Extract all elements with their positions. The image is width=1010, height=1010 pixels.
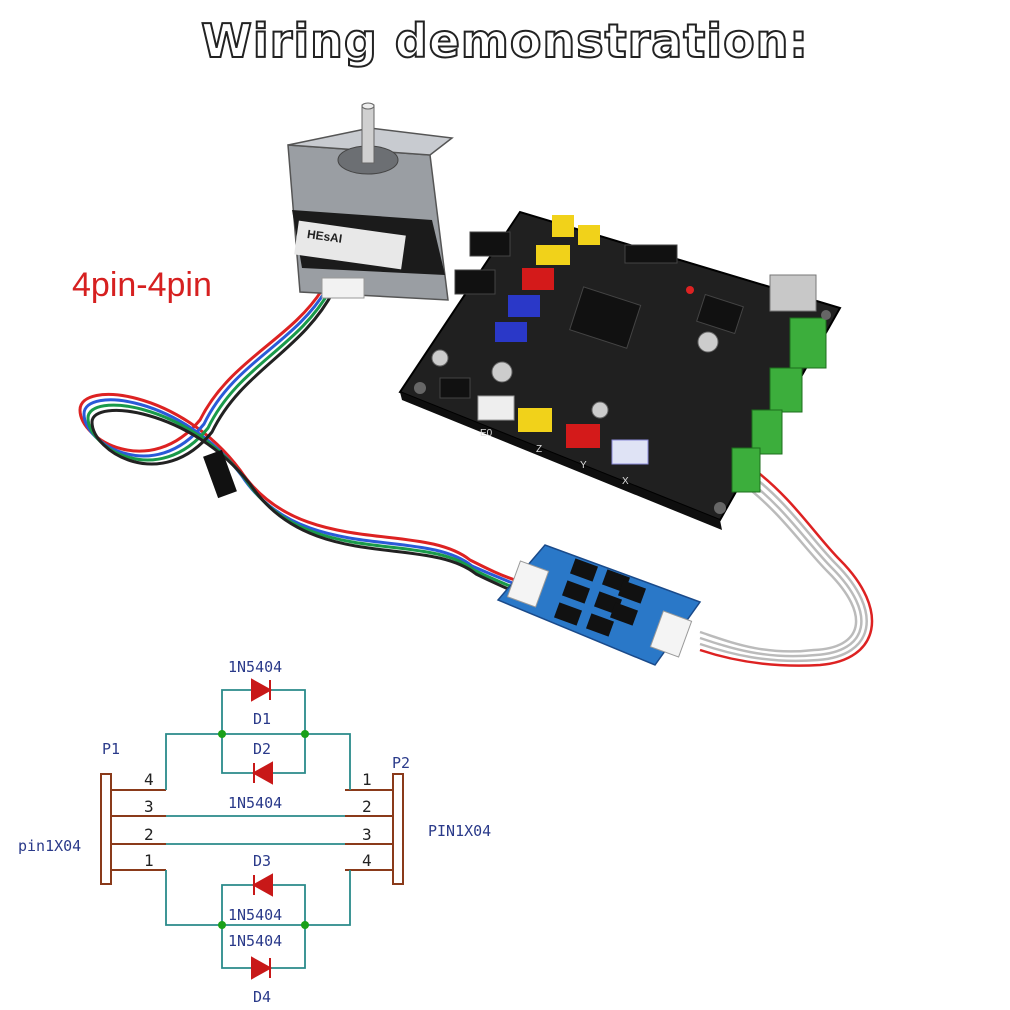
- axis-label-y: Y: [580, 460, 587, 471]
- diode-d3-symbol: [251, 873, 273, 897]
- cable-label: 4pin-4pin: [72, 266, 212, 304]
- p1-pin-4: 4: [144, 770, 154, 789]
- p2-pin-2: 2: [362, 797, 372, 816]
- axis-label-z: Z: [536, 444, 542, 455]
- p2-value: PIN1X04: [428, 822, 491, 840]
- d1-value: 1N5404: [228, 658, 282, 676]
- p2-ref: P2: [392, 754, 410, 772]
- p1-value: pin1X04: [18, 837, 81, 855]
- p1-pin-1: 1: [144, 851, 154, 870]
- diode-d2-symbol: [251, 761, 273, 785]
- d3-ref: D3: [253, 852, 271, 870]
- d2-ref: D2: [253, 740, 271, 758]
- motor-brand: HEsAI: [306, 227, 343, 246]
- p1-pin-2: 2: [144, 825, 154, 844]
- p2-pin-3: 3: [362, 825, 372, 844]
- diode-module: [496, 544, 702, 666]
- motor-cable: [78, 289, 516, 594]
- page-title: Wiring demonstration:: [200, 13, 809, 69]
- d2-value: 1N5404: [228, 794, 282, 812]
- p2-pin-1: 1: [362, 770, 372, 789]
- d3-value: 1N5404: [228, 906, 282, 924]
- p2-connector: [392, 773, 404, 885]
- d4-ref: D4: [253, 988, 271, 1006]
- p1-connector: [100, 773, 112, 885]
- d1-ref: D1: [253, 710, 271, 728]
- diode-d1-symbol: [251, 678, 273, 702]
- axis-label-e0: E0: [480, 428, 493, 439]
- axis-label-x: X: [622, 476, 629, 487]
- p1-ref: P1: [102, 740, 120, 758]
- p1-pin-3: 3: [144, 797, 154, 816]
- stepper-motor: HEsAI: [287, 102, 454, 301]
- controller-board: E0 Z Y X: [398, 210, 842, 530]
- schematic: P1 pin1X04 P2 PIN1X04 1N5404 D1 D2 1N540…: [18, 658, 491, 1006]
- p2-pin-4: 4: [362, 851, 372, 870]
- d4-value: 1N5404: [228, 932, 282, 950]
- diode-d4-symbol: [251, 956, 273, 980]
